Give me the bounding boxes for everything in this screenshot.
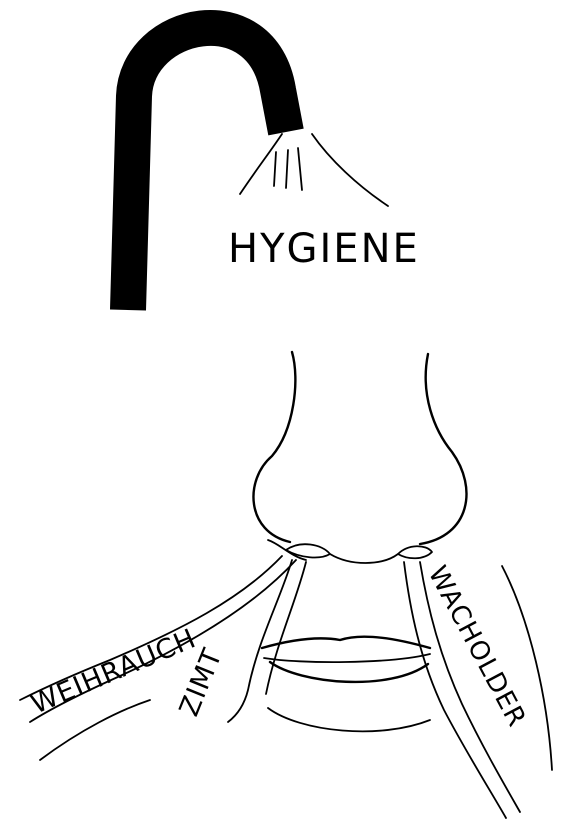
hygiene-label: HYGIENE: [228, 226, 420, 272]
wacholder-label: WACHOLDER: [422, 561, 532, 732]
water-spray-icon: [240, 134, 388, 206]
nose-icon: [253, 352, 466, 563]
mouth-icon: [262, 637, 430, 682]
